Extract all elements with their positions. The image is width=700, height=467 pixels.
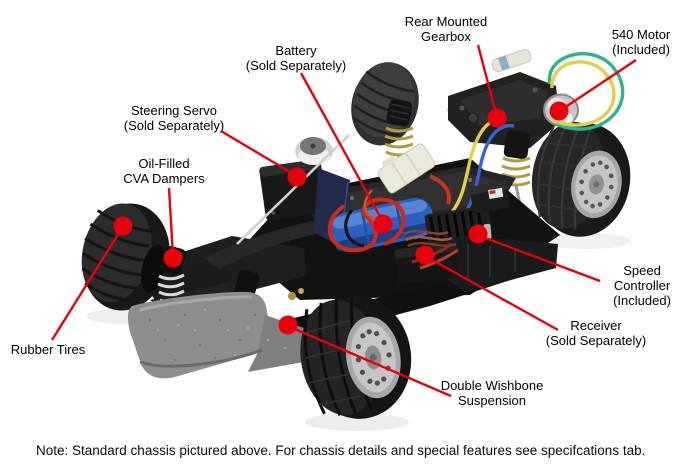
leader-line-wishbone (289, 325, 452, 398)
callout-dot-servo (287, 167, 307, 187)
leader-lines (50, 44, 637, 398)
callout-dot-receiver (415, 245, 435, 265)
leader-line-dampers (167, 187, 175, 257)
steering-rod (236, 134, 350, 245)
callout-label-double-wishbone-suspension: Double Wishbone Suspension (440, 378, 544, 408)
battery-connector (377, 143, 436, 194)
rear-gearbox (447, 72, 560, 148)
note-text: Note: Standard chassis pictured above. F… (36, 443, 646, 458)
switch-box (469, 181, 510, 214)
callout-dot-gearbox (487, 108, 507, 128)
callout-label-steering-servo: Steering Servo (Sold Separately) (123, 103, 225, 133)
callout-dot-battery (373, 214, 393, 234)
leader-line-receiver (426, 255, 559, 332)
motor-wires (491, 49, 625, 131)
callout-label-oil-filled-cva-dampers: Oil-Filled CVA Dampers (123, 156, 205, 186)
front-left-tire (81, 203, 170, 311)
callout-label-receiver: Receiver (Sold Separately) (545, 318, 647, 348)
rear-left-tire (351, 62, 419, 146)
callout-dot-speed-controller (468, 224, 488, 244)
callout-dot-motor (549, 101, 569, 121)
battery-wires (327, 174, 451, 253)
callout-label-battery: Battery (Sold Separately) (245, 43, 347, 73)
callout-dot-wishbone (278, 315, 298, 335)
callout-label-rubber-tires: Rubber Tires (10, 342, 86, 357)
foam-bumper (127, 291, 310, 379)
wheel-holes (579, 160, 614, 209)
leader-line-tires (50, 227, 124, 341)
rear-right-tire (531, 121, 631, 237)
leader-line-speed-controller (479, 234, 601, 283)
leader-line-gearbox (476, 44, 499, 118)
callout-label-rear-mounted-gearbox: Rear Mounted Gearbox (404, 14, 488, 44)
leader-line-motor (560, 59, 637, 111)
callout-label-speed-controller: Speed Controller (Included) (613, 263, 671, 308)
callout-dots (113, 101, 569, 335)
leader-line-servo (220, 129, 296, 177)
callout-dot-dampers (163, 248, 183, 268)
leader-line-battery (299, 72, 385, 223)
callout-dot-tires (113, 216, 133, 236)
callout-label-540-motor: 540 Motor (Included) (611, 27, 671, 57)
servo-lead-wires (403, 229, 459, 270)
